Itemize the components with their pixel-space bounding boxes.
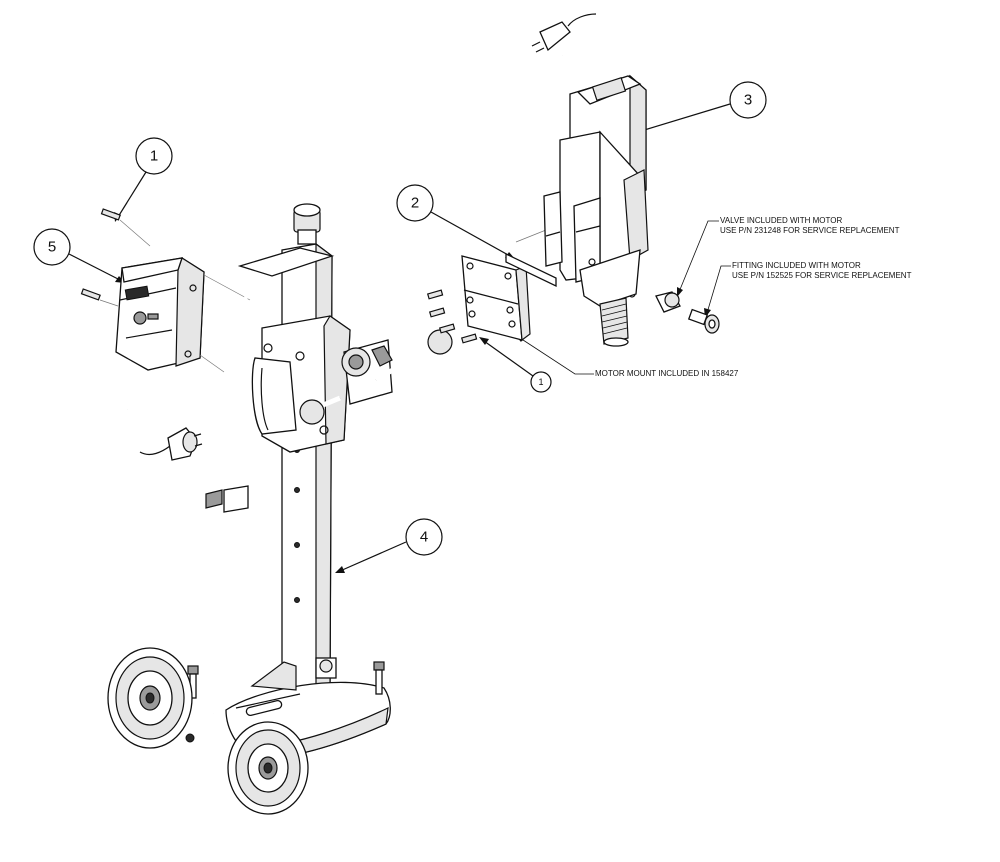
svg-text:1: 1 [150, 148, 158, 165]
motor-plug [531, 21, 571, 53]
callout-3: 3 [636, 81, 767, 134]
svg-text:VALVE INCLUDED WITH MOTOR: VALVE INCLUDED WITH MOTOR [720, 216, 842, 225]
control-box [80, 208, 251, 461]
drill-motor [531, 12, 720, 347]
svg-text:1: 1 [538, 377, 543, 387]
leveling-screw [373, 661, 385, 695]
svg-text:MOTOR MOUNT INCLUDED IN 158427: MOTOR MOUNT INCLUDED IN 158427 [595, 369, 739, 378]
svg-text:3: 3 [744, 92, 752, 109]
fitting [687, 308, 720, 334]
callout-4: 4 [335, 518, 443, 573]
svg-text:USE P/N 152525 FOR SERVICE REP: USE P/N 152525 FOR SERVICE REPLACEMENT [732, 271, 912, 280]
wheel-right [227, 721, 309, 815]
note-fitting: FITTING INCLUDED WITH MOTOR USE P/N 1525… [704, 261, 912, 318]
svg-text:5: 5 [48, 239, 56, 256]
cable-plug [167, 427, 203, 461]
callout-1-top: 1 [114, 137, 173, 222]
svg-text:4: 4 [420, 529, 428, 546]
motor-mount [426, 225, 557, 344]
wheel-left [107, 647, 193, 749]
callout-1-small: 1 [479, 337, 552, 393]
note-valve: VALVE INCLUDED WITH MOTOR USE P/N 231248… [677, 216, 900, 297]
valve [655, 291, 681, 313]
svg-text:FITTING INCLUDED WITH MOTOR: FITTING INCLUDED WITH MOTOR [732, 261, 861, 270]
callout-5: 5 [33, 228, 125, 283]
drill-stand [107, 203, 453, 815]
screw [100, 208, 121, 221]
svg-text:USE P/N 231248 FOR SERVICE REP: USE P/N 231248 FOR SERVICE REPLACEMENT [720, 226, 900, 235]
svg-text:2: 2 [411, 195, 419, 212]
screw [80, 288, 101, 301]
callout-2: 2 [396, 184, 515, 259]
